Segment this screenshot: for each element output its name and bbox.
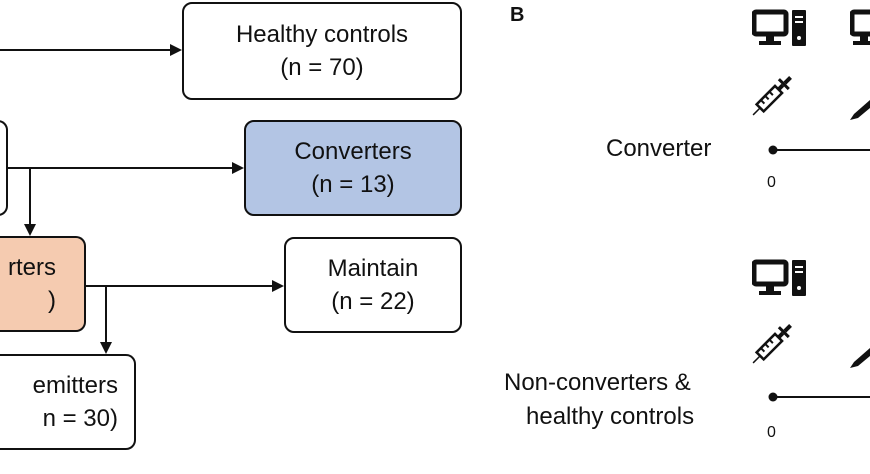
maintain-box: Maintain (n = 22) bbox=[284, 237, 462, 333]
maintain-label: Maintain bbox=[327, 255, 419, 282]
converters-label: Converters bbox=[294, 138, 412, 165]
nonconverter-label-line1: Non-converters & bbox=[504, 369, 691, 396]
healthy-controls-count: (n = 70) bbox=[280, 54, 364, 81]
converter-timepoint-0 bbox=[768, 145, 778, 155]
computer-icon bbox=[850, 9, 870, 45]
nonconverter-label-line2: healthy controls bbox=[526, 403, 695, 430]
syringe-icon bbox=[752, 324, 792, 364]
left-source-box bbox=[0, 120, 8, 216]
healthy-controls-label: Healthy controls bbox=[235, 21, 409, 48]
nonconverter-timepoint-0 bbox=[768, 392, 778, 402]
healthy-controls-box: Healthy controls (n = 70) bbox=[182, 2, 462, 100]
nonconverter-tick-0: 0 bbox=[767, 424, 776, 441]
converters-count: (n = 13) bbox=[311, 171, 395, 198]
maintain-count: (n = 22) bbox=[331, 288, 415, 315]
remitters-count: n = 30) bbox=[42, 405, 118, 432]
nonconverters-box: rters ) bbox=[0, 236, 86, 332]
syringe-icon bbox=[850, 348, 870, 368]
remitters-label: emitters bbox=[32, 372, 118, 399]
converter-tick-0: 0 bbox=[767, 174, 776, 191]
nonconverters-count: ) bbox=[48, 287, 56, 314]
panel-b-letter: B bbox=[510, 4, 525, 26]
remitters-box: emitters n = 30) bbox=[0, 354, 136, 450]
computer-icon bbox=[752, 259, 806, 296]
syringe-icon bbox=[752, 76, 792, 116]
converters-box: Converters (n = 13) bbox=[244, 120, 462, 216]
syringe-icon bbox=[850, 100, 870, 120]
nonconverters-label: rters bbox=[8, 254, 56, 281]
converter-label: Converter bbox=[606, 135, 712, 162]
computer-icon bbox=[752, 9, 806, 46]
